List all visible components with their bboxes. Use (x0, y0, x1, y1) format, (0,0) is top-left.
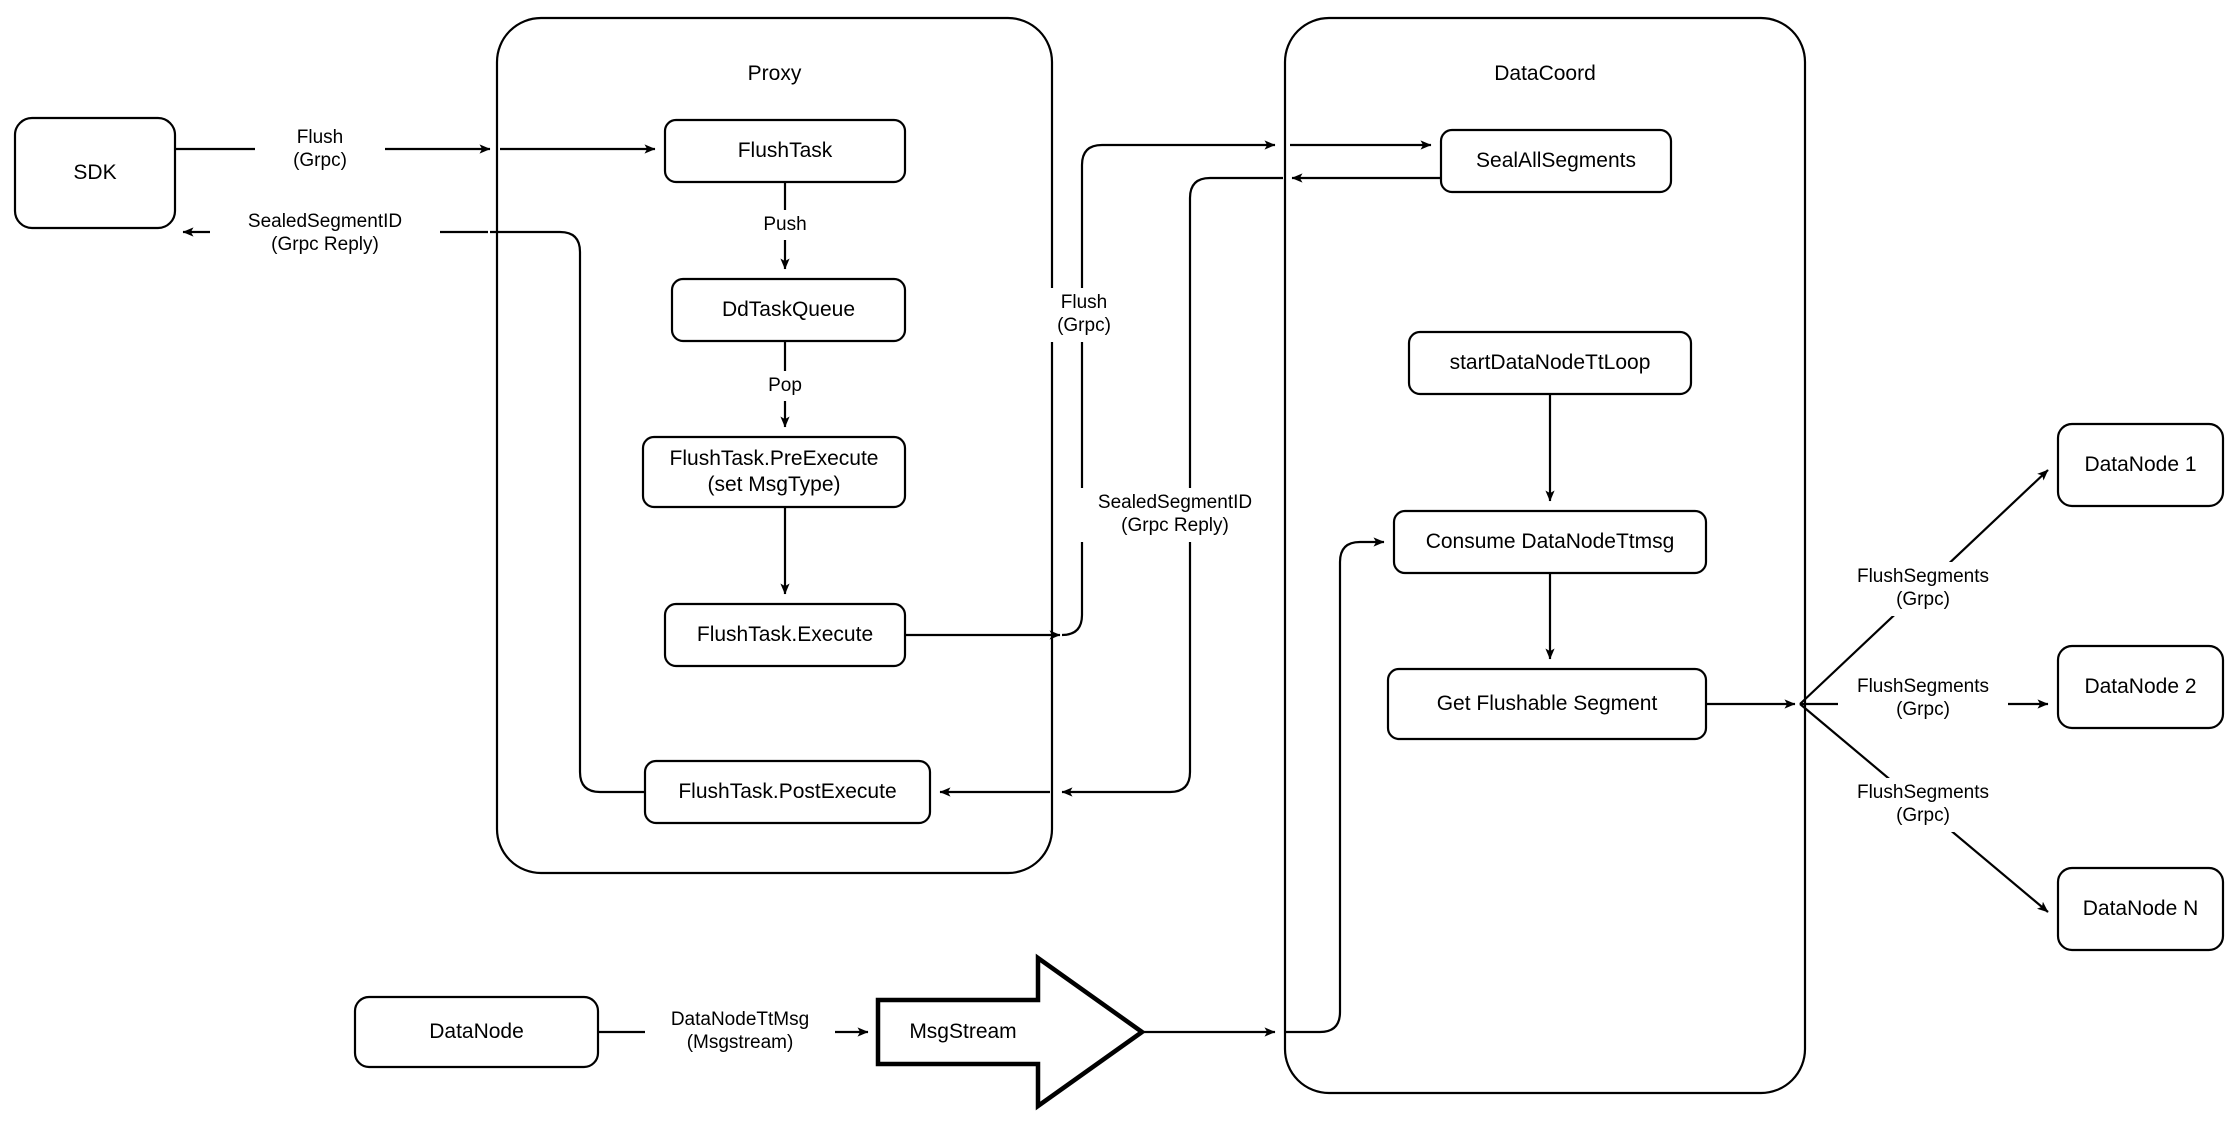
execute-box (663, 602, 907, 668)
edge-ttmsg-rail-to-consume (1285, 537, 1385, 1034)
datanode-box (353, 995, 600, 1069)
datanode2-box (2056, 644, 2225, 730)
edge-flush-rail (1061, 140, 1276, 637)
datanode1-box (2056, 422, 2225, 508)
msgstream-shape (875, 953, 1146, 1111)
flushtask-box (663, 118, 907, 184)
postexecute-box (643, 759, 932, 825)
edge-fanout-to-datanode1 (1799, 469, 2049, 705)
proxy-group-title: Proxy (747, 62, 802, 85)
sdk-box (13, 116, 177, 230)
edge-sealedsegmentid-rail (1061, 176, 1283, 797)
proxy-group-box (495, 16, 1054, 875)
datacoord-group-title: DataCoord (1494, 62, 1596, 85)
sealallsegments-box (1439, 128, 1673, 194)
datacoord-group-box (1283, 16, 1807, 1095)
ddtaskqueue-box (670, 277, 907, 343)
startdatanodettloop-box (1407, 330, 1693, 396)
edge-fanout-to-datanoden (1799, 703, 2049, 913)
getflushablesegment-box (1386, 667, 1708, 741)
datanoden-box (2056, 866, 2225, 952)
edge-postexecute-return (490, 230, 645, 794)
preexecute-box (641, 435, 907, 509)
consumedatanodettmsg-box (1392, 509, 1708, 575)
